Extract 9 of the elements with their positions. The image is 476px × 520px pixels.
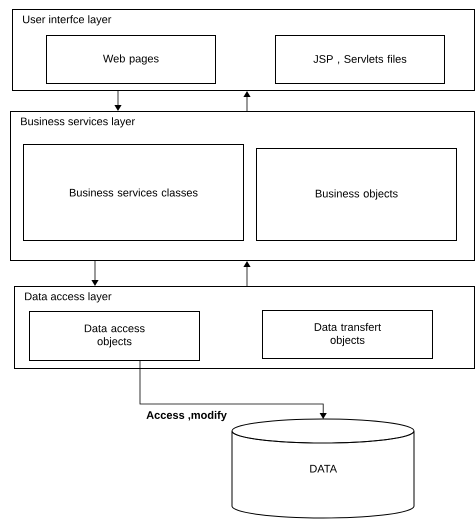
component-box: Business services classes xyxy=(23,144,244,241)
component-box: Data access objects xyxy=(29,311,200,361)
component-box: JSP , Servlets files xyxy=(275,35,445,84)
edge-label: Access ,modify xyxy=(146,410,227,422)
component-box: Data transfert objects xyxy=(262,310,433,359)
database-cylinder: DATA xyxy=(232,418,414,518)
arrow xyxy=(140,360,327,419)
component-box: Business objects xyxy=(256,148,457,241)
component-box: Web pages xyxy=(46,35,216,84)
